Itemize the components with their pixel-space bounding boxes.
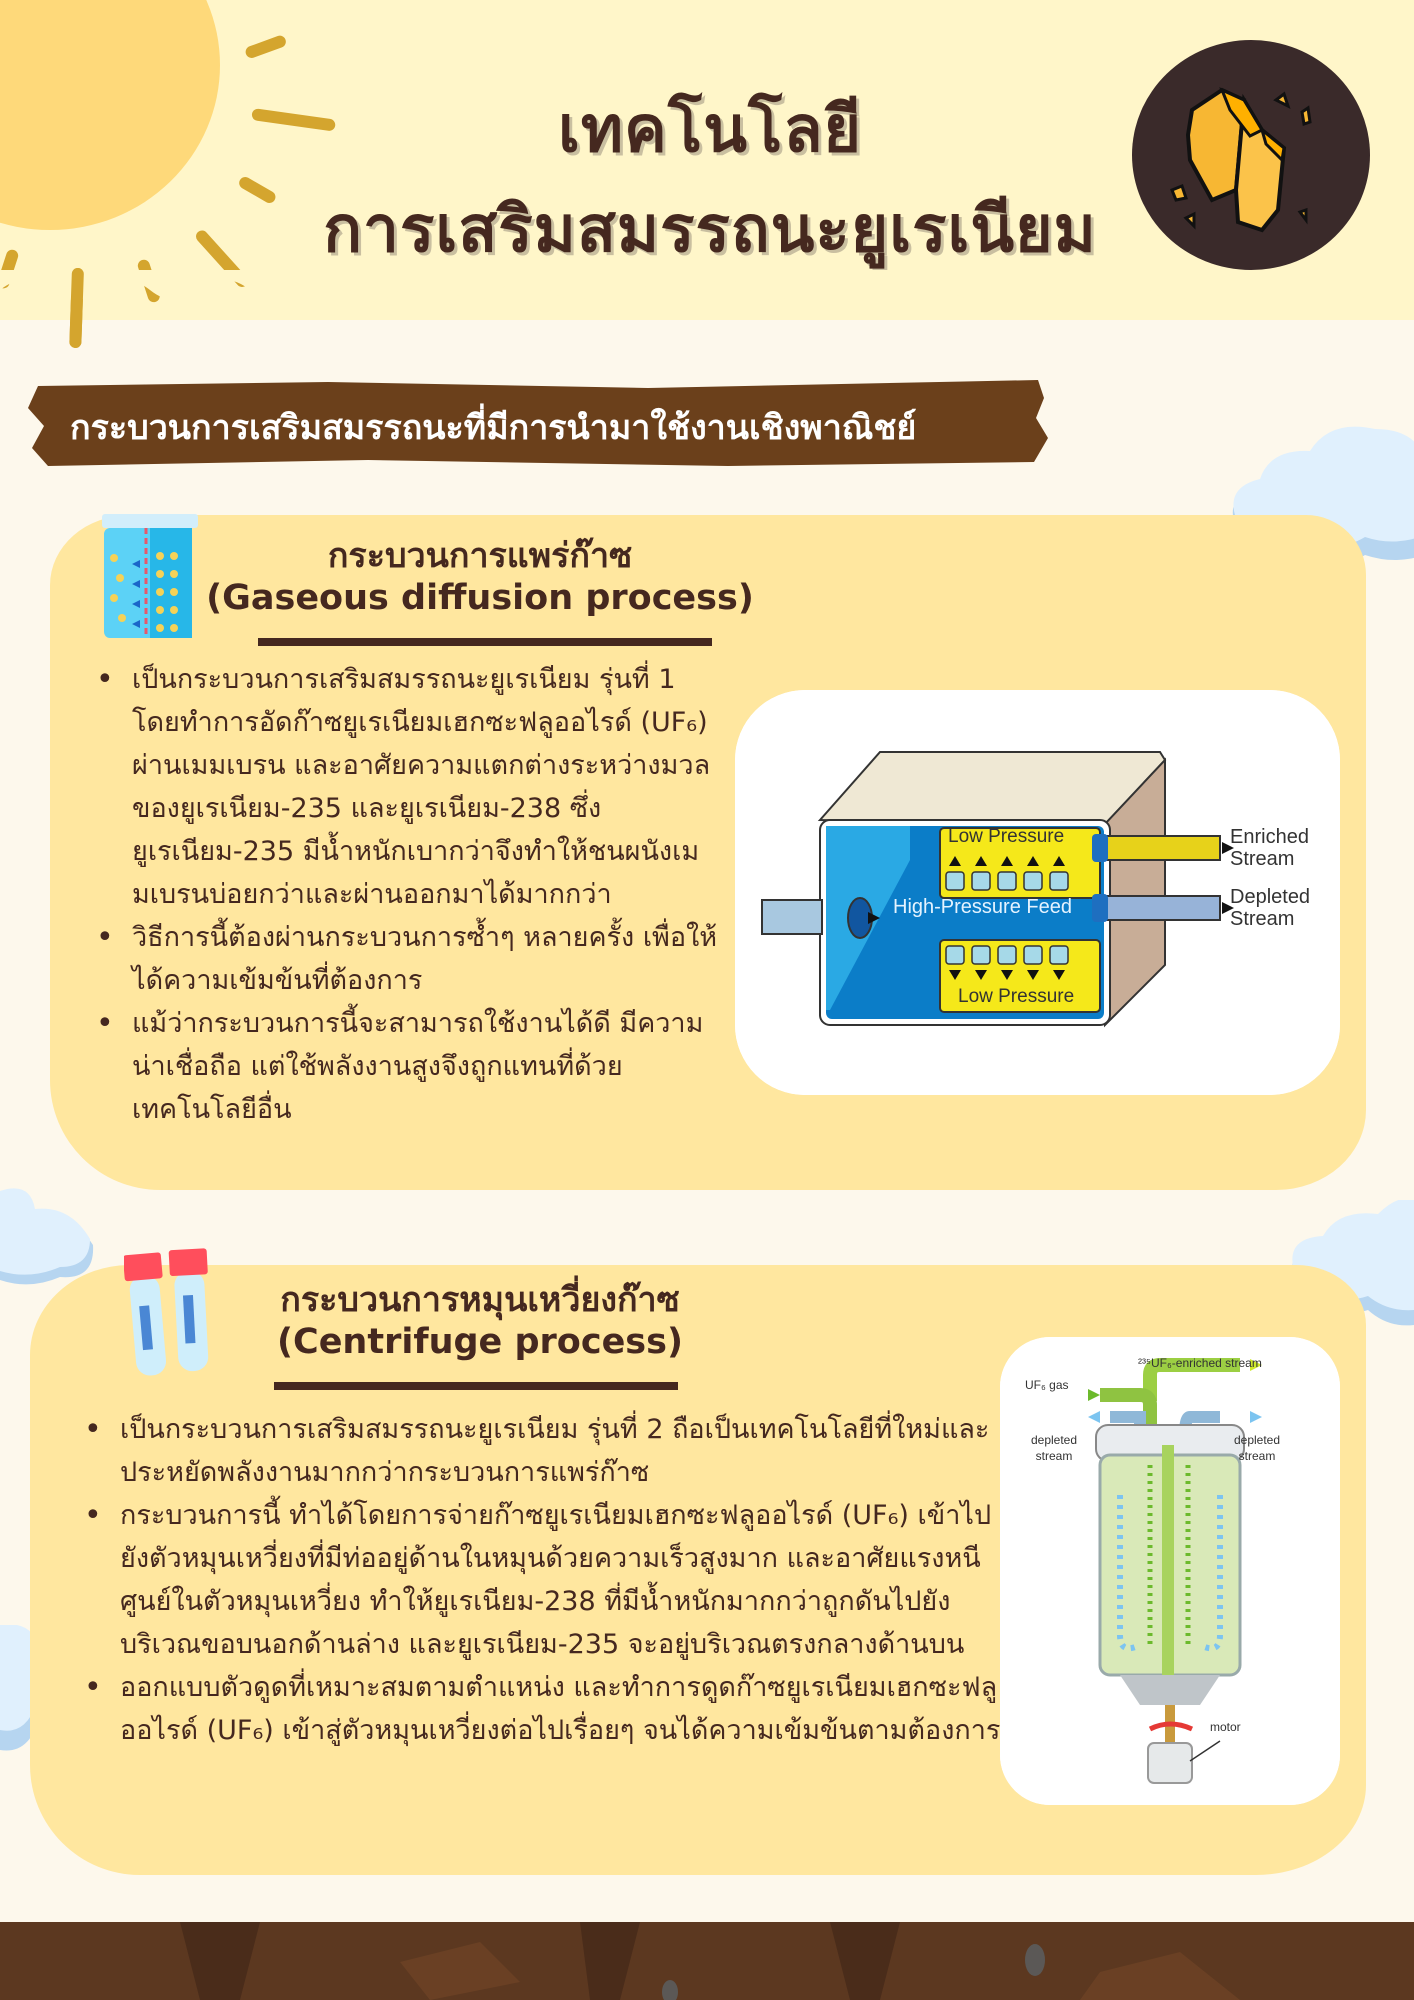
banner-title: กระบวนการเสริมสมรรถนะที่มีการนำมาใช้งานเ…	[70, 408, 917, 448]
cloud-icon	[0, 1188, 94, 1285]
section-title-en: (Gaseous diffusion process)	[206, 578, 754, 618]
bullet-item: แม้ว่ากระบวนการนี้จะสามารถใช้งานได้ดี มี…	[96, 1002, 726, 1131]
section-divider	[258, 638, 712, 646]
uranium-ore-icon	[1132, 40, 1370, 270]
label-uf6-gas: UF₆ gas	[1025, 1378, 1069, 1392]
section-banner	[28, 380, 1048, 466]
sun-ray	[243, 33, 288, 60]
label-low-pressure-top: Low Pressure	[948, 826, 1065, 847]
label-depleted-right: depleted stream	[1233, 1433, 1281, 1463]
section-title-en: (Centrifuge process)	[277, 1322, 683, 1362]
test-tubes-icon	[124, 1248, 209, 1376]
label-depleted-left: depleted stream	[1030, 1433, 1078, 1463]
gaseous-diffusion-diagram	[761, 751, 1234, 1028]
centrifuge-diagram	[1088, 1358, 1262, 1784]
section-divider	[274, 1382, 678, 1390]
bullet-item: กระบวนการนี้ ทำได้โดยการจ่ายก๊าซยูเรเนีย…	[84, 1494, 1004, 1666]
bullet-item: วิธีการนี้ต้องผ่านกระบวนการซ้ำๆ หลายครั้…	[96, 916, 726, 1002]
label-motor: motor	[1210, 1720, 1241, 1734]
bullet-list: เป็นกระบวนการเสริมสมรรถนะยูเรเนียม รุ่นท…	[84, 1408, 1004, 1752]
label-enriched-stream: ²³⁵UF₆-enriched stream	[1138, 1356, 1262, 1370]
footer-ground	[0, 1922, 1414, 2000]
header-wave-divider	[0, 270, 1414, 300]
section-title-th: กระบวนการแพร่ก๊าซ	[327, 536, 633, 576]
header: เทคโนโลยี การเสริมสมรรถนะยูเรเนียม	[0, 0, 1414, 349]
diffusion-beaker-icon	[102, 514, 198, 638]
page-title-line1: เทคโนโลยี	[557, 93, 863, 167]
label-high-pressure-feed: High-Pressure Feed	[893, 896, 1072, 918]
bullet-item: ออกแบบตัวดูดที่เหมาะสมตามตำแหน่ง และทำกา…	[84, 1666, 1004, 1752]
label-depleted-stream: Depleted Stream	[1230, 886, 1311, 930]
bullet-list: เป็นกระบวนการเสริมสมรรถนะยูเรเนียม รุ่นท…	[96, 658, 726, 1131]
sun-icon	[0, 0, 220, 230]
bullet-item: เป็นกระบวนการเสริมสมรรถนะยูเรเนียม รุ่นท…	[84, 1408, 1004, 1494]
section-title-th: กระบวนการหมุนเหวี่ยงก๊าซ	[280, 1280, 680, 1320]
page-title-line2: การเสริมสมรรถนะยูเรเนียม	[323, 193, 1097, 267]
label-low-pressure-bottom: Low Pressure	[958, 986, 1075, 1007]
label-enriched-stream: Enriched Stream	[1230, 826, 1309, 870]
bullet-item: เป็นกระบวนการเสริมสมรรถนะยูเรเนียม รุ่นท…	[96, 658, 726, 916]
